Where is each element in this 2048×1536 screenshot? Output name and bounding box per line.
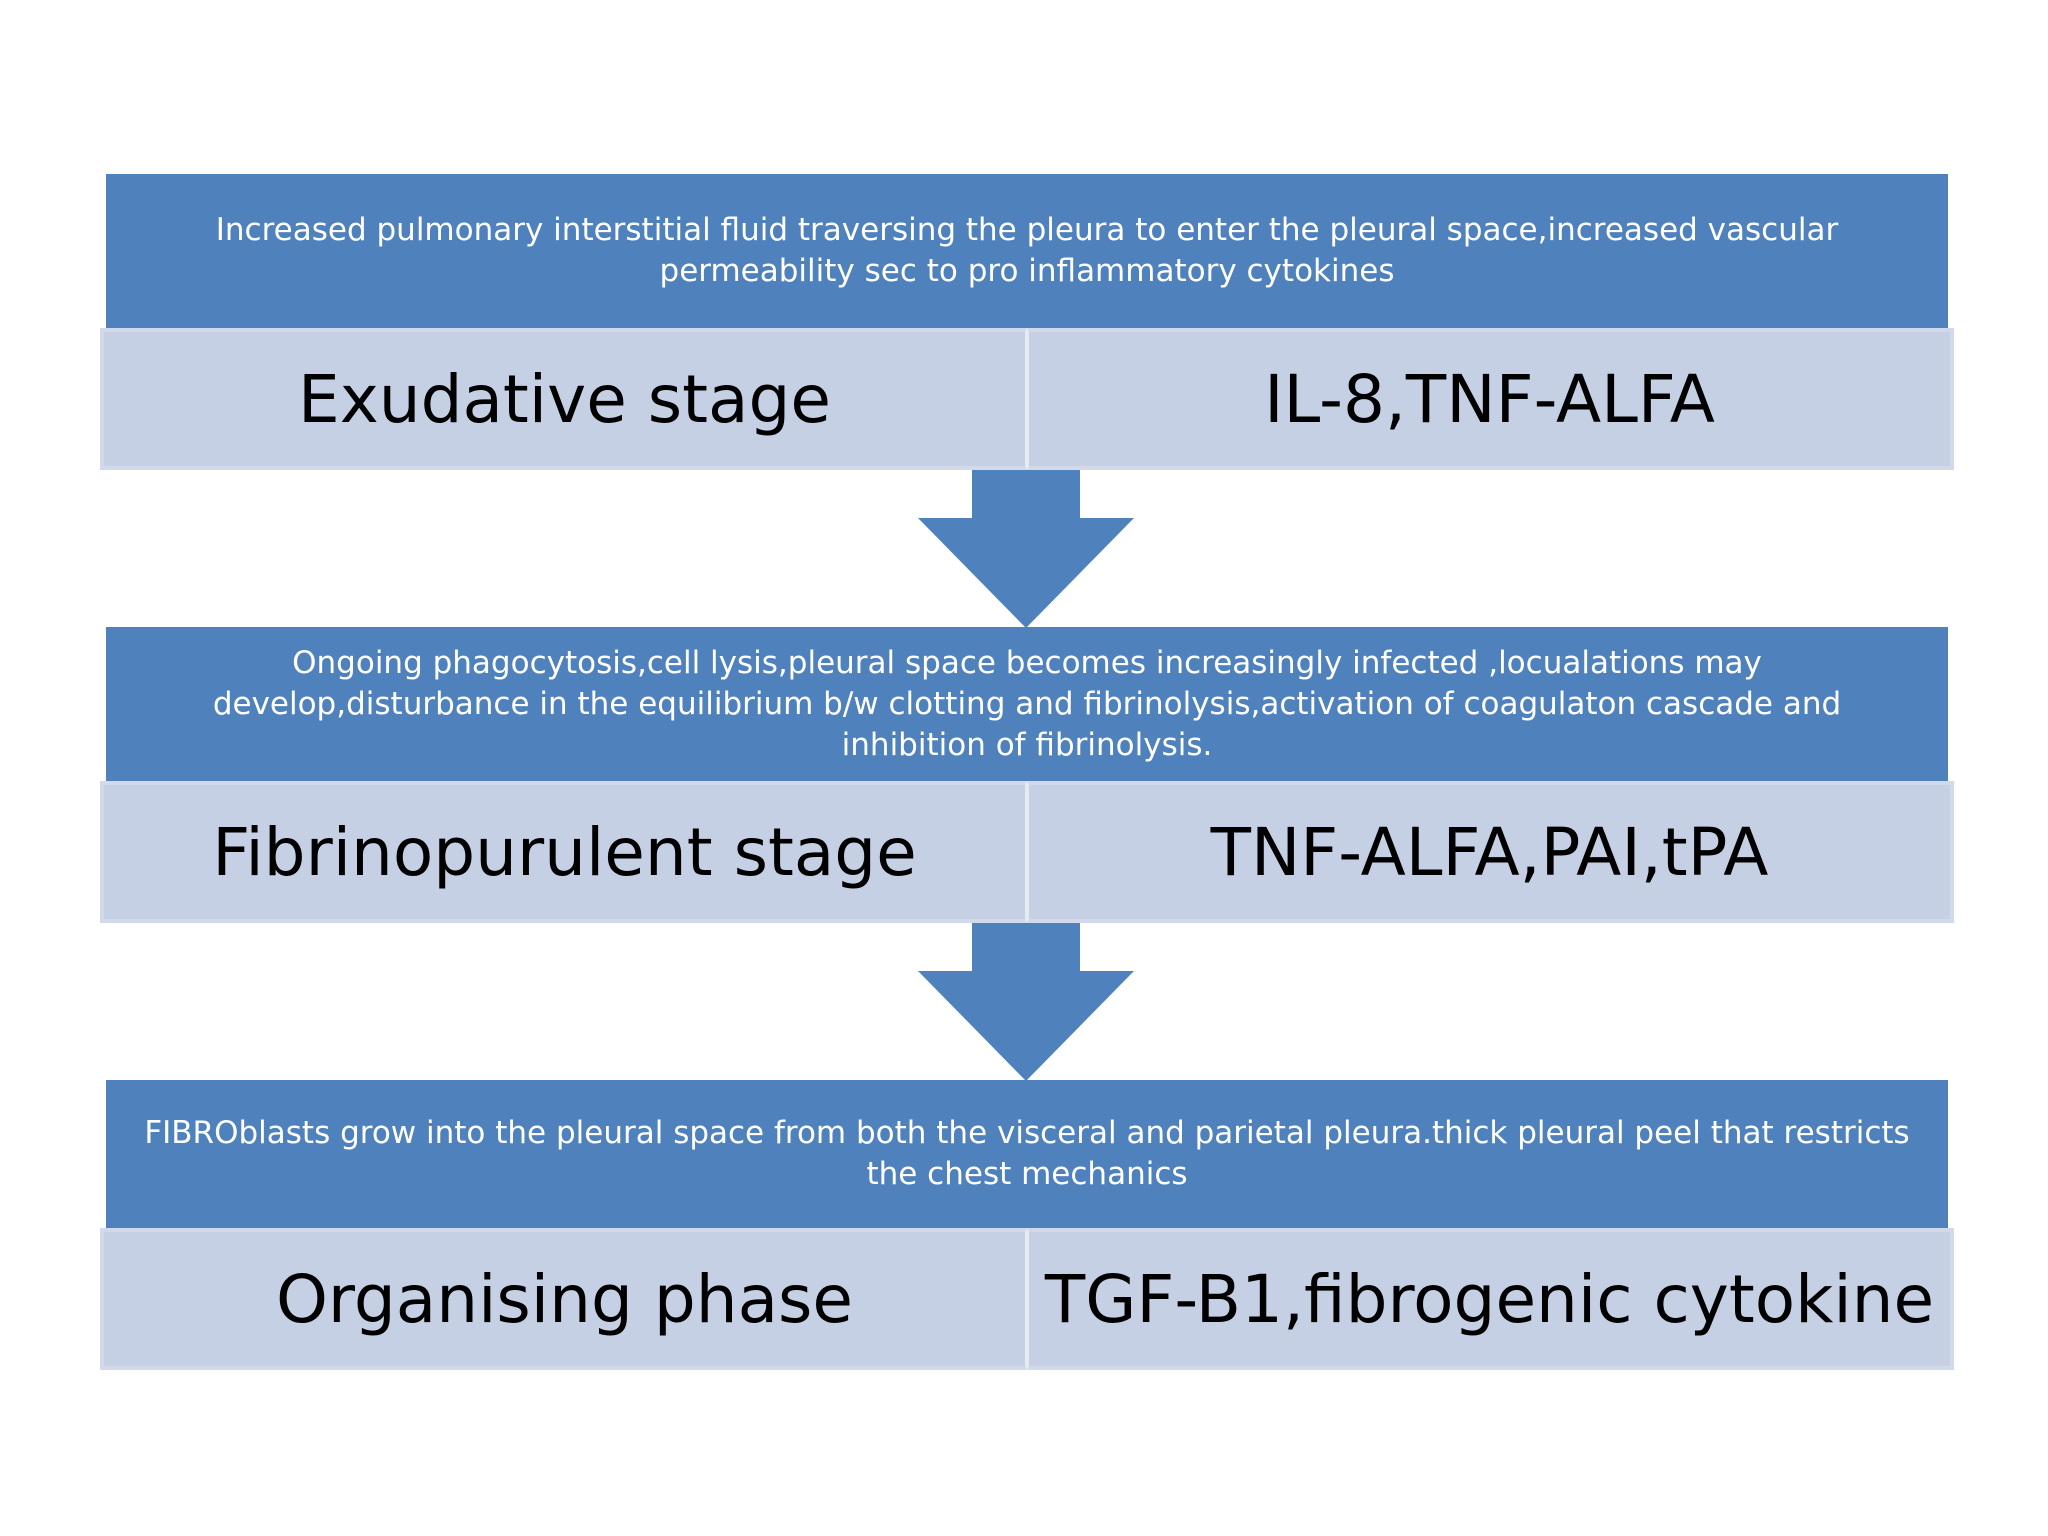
- stage-1-name: Exudative stage: [298, 360, 831, 438]
- stage-3-mediators-cell: TGF-B1,fibrogenic cytokine: [1027, 1228, 1954, 1370]
- stage-3-mediators: TGF-B1,fibrogenic cytokine: [1044, 1260, 1935, 1338]
- stage-3-description: FIBROblasts grow into the pleural space …: [144, 1115, 1910, 1192]
- stage-1-mediators-cell: IL-8,TNF-ALFA: [1027, 328, 1954, 470]
- stage-3-row: Organising phase TGF-B1,fibrogenic cytok…: [100, 1228, 1954, 1370]
- stage-2-description: Ongoing phagocytosis,cell lysis,pleural …: [212, 644, 1842, 763]
- stage-1-description-box: Increased pulmonary interstitial fluid t…: [106, 174, 1948, 328]
- stage-2-mediators: TNF-ALFA,PAI,tPA: [1210, 813, 1769, 891]
- stage-1-row: Exudative stage IL-8,TNF-ALFA: [100, 328, 1954, 470]
- stage-2-name-cell: Fibrinopurulent stage: [100, 781, 1027, 923]
- stage-3-name-cell: Organising phase: [100, 1228, 1027, 1370]
- stage-2-name: Fibrinopurulent stage: [212, 813, 917, 891]
- stage-2-mediators-cell: TNF-ALFA,PAI,tPA: [1027, 781, 1954, 923]
- stage-2-description-box: Ongoing phagocytosis,cell lysis,pleural …: [106, 627, 1948, 781]
- down-arrow-icon: [918, 470, 1134, 628]
- down-arrow-icon: [918, 923, 1134, 1081]
- stage-2-row: Fibrinopurulent stage TNF-ALFA,PAI,tPA: [100, 781, 1954, 923]
- stage-1-name-cell: Exudative stage: [100, 328, 1027, 470]
- stage-3-description-box: FIBROblasts grow into the pleural space …: [106, 1080, 1948, 1228]
- stage-1-description: Increased pulmonary interstitial fluid t…: [215, 212, 1839, 289]
- stage-3-name: Organising phase: [275, 1260, 854, 1338]
- stage-1-mediators: IL-8,TNF-ALFA: [1264, 360, 1715, 438]
